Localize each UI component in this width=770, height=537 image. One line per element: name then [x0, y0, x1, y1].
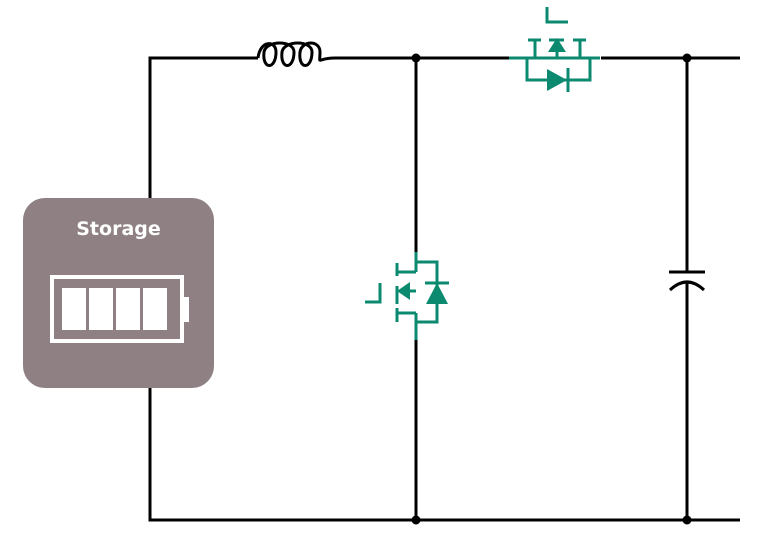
- bottom-wire: [148, 388, 740, 522]
- battery-icon: [50, 275, 189, 343]
- top-wire-left: [148, 56, 258, 200]
- node: [411, 515, 421, 525]
- body-diode: [426, 283, 448, 304]
- battery-cell: [89, 288, 113, 330]
- low-side-mosfet: [365, 252, 449, 340]
- body-diode: [547, 69, 567, 91]
- junction-nodes: [411, 53, 692, 525]
- inductor: [256, 41, 336, 67]
- capacitor-plate-curved: [668, 280, 706, 292]
- channel-arrow: [548, 38, 566, 52]
- battery-cell: [62, 288, 86, 330]
- gate-lead: [365, 283, 382, 304]
- storage-label: Storage: [76, 218, 161, 240]
- storage-block: [23, 198, 214, 388]
- high-side-mosfet: [509, 7, 600, 92]
- battery-cell: [116, 288, 140, 330]
- channel-arrow: [397, 282, 410, 300]
- wires: [148, 41, 740, 522]
- node: [682, 515, 692, 525]
- node: [682, 53, 692, 63]
- node: [411, 53, 421, 63]
- battery-cell: [143, 288, 167, 330]
- gate-lead: [545, 7, 568, 24]
